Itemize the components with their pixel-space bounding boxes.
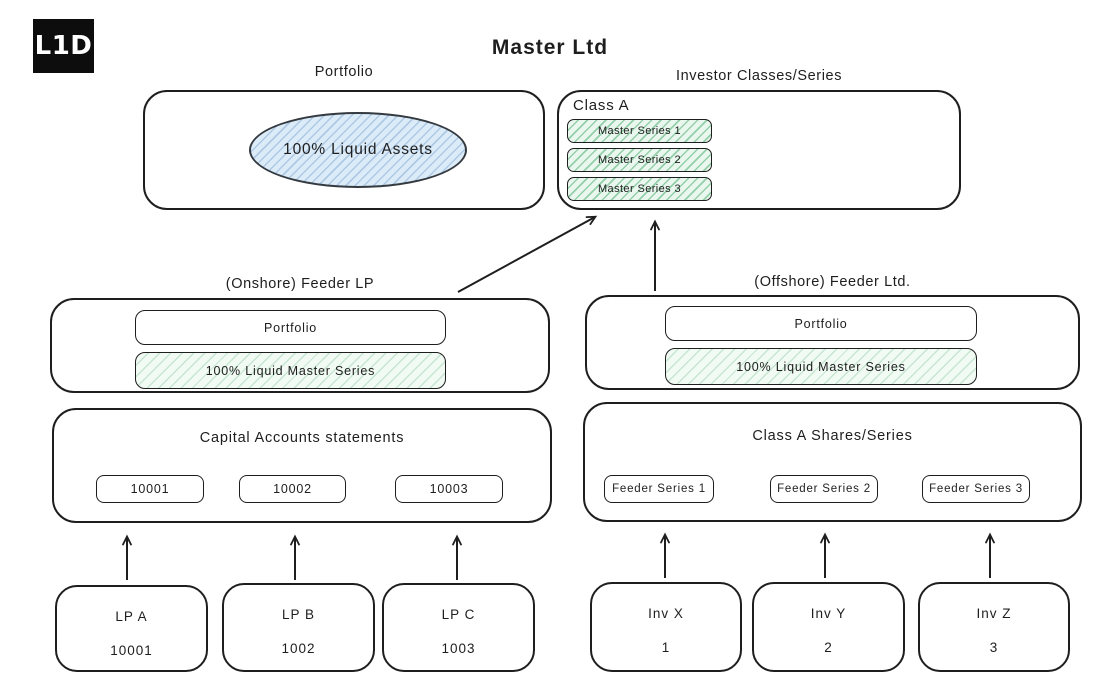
master-portfolio-label: Portfolio — [314, 64, 374, 80]
capital-account-10002: 10002 — [239, 475, 346, 503]
feeder-series-1-text: Feeder Series 1 — [612, 483, 706, 495]
inv-z-number: 3 — [989, 640, 999, 655]
inv-x-number: 1 — [661, 640, 671, 655]
inv-z-box: Inv Z 3 — [918, 582, 1070, 672]
inv-x-box: Inv X 1 — [590, 582, 742, 672]
lp-a-account: 10001 — [110, 643, 153, 658]
offshore-holding-chip: 100% Liquid Master Series — [665, 348, 977, 385]
onshore-portfolio-chip: Portfolio — [135, 310, 446, 345]
inv-y-number: 2 — [824, 640, 833, 655]
class-a-shares-box: Class A Shares/Series Feeder Series 1 Fe… — [583, 402, 1082, 522]
logo-text: L1D — [34, 31, 93, 61]
master-series-1-chip: Master Series 1 — [567, 119, 712, 143]
capital-account-10002-text: 10002 — [273, 482, 312, 496]
onshore-feeder-label: (Onshore) Feeder LP — [225, 276, 375, 292]
lp-b-account: 1002 — [281, 641, 316, 656]
lp-b-name: LP B — [281, 607, 316, 622]
investor-classes-box: Class A Master Series 1 Master Series 2 … — [557, 90, 961, 210]
liquid-assets-ellipse: 100% Liquid Assets — [249, 112, 467, 188]
class-a-label: Class A — [573, 97, 630, 114]
feeder-series-2-text: Feeder Series 2 — [777, 483, 871, 495]
onshore-feeder-box: Portfolio 100% Liquid Master Series — [50, 298, 550, 393]
l1d-logo: L1D — [33, 19, 94, 73]
class-a-shares-title: Class A Shares/Series — [752, 428, 913, 444]
investor-classes-label: Investor Classes/Series — [675, 68, 843, 84]
capital-account-10001: 10001 — [96, 475, 204, 503]
capital-accounts-title: Capital Accounts statements — [199, 430, 405, 446]
capital-account-10003: 10003 — [395, 475, 503, 503]
lp-b-box: LP B 1002 — [222, 583, 375, 672]
lp-c-account: 1003 — [441, 641, 476, 656]
feeder-series-1-chip: Feeder Series 1 — [604, 475, 714, 503]
feeder-series-3-text: Feeder Series 3 — [929, 483, 1023, 495]
master-portfolio-box: 100% Liquid Assets — [143, 90, 545, 210]
offshore-holding-text: 100% Liquid Master Series — [736, 359, 906, 374]
master-series-3-chip: Master Series 3 — [567, 177, 712, 201]
feeder-series-2-chip: Feeder Series 2 — [770, 475, 878, 503]
inv-x-name: Inv X — [648, 606, 684, 621]
onshore-holding-chip: 100% Liquid Master Series — [135, 352, 446, 389]
offshore-portfolio-chip: Portfolio — [665, 306, 977, 341]
onshore-portfolio-text: Portfolio — [263, 320, 318, 335]
inv-z-name: Inv Z — [976, 606, 1012, 621]
lp-a-box: LP A 10001 — [55, 585, 208, 672]
capital-account-10003-text: 10003 — [429, 482, 469, 496]
master-series-1-text: Master Series 1 — [597, 125, 682, 137]
master-series-2-text: Master Series 2 — [597, 154, 682, 166]
offshore-feeder-label: (Offshore) Feeder Ltd. — [754, 274, 911, 290]
master-series-2-chip: Master Series 2 — [567, 148, 712, 172]
onshore-holding-text: 100% Liquid Master Series — [205, 363, 376, 378]
capital-accounts-box: Capital Accounts statements 10001 10002 … — [52, 408, 552, 523]
lp-c-box: LP C 1003 — [382, 583, 535, 672]
feeder-series-3-chip: Feeder Series 3 — [922, 475, 1030, 503]
inv-y-name: Inv Y — [810, 606, 847, 621]
liquid-assets-text: 100% Liquid Assets — [283, 141, 433, 158]
master-series-3-text: Master Series 3 — [597, 183, 682, 195]
lp-c-name: LP C — [441, 607, 476, 622]
diagram-title: Master Ltd — [491, 36, 609, 59]
offshore-portfolio-text: Portfolio — [794, 316, 848, 331]
offshore-feeder-box: Portfolio 100% Liquid Master Series — [585, 295, 1080, 390]
capital-account-10001-text: 10001 — [130, 482, 170, 496]
lp-a-name: LP A — [115, 609, 148, 624]
inv-y-box: Inv Y 2 — [752, 582, 905, 672]
